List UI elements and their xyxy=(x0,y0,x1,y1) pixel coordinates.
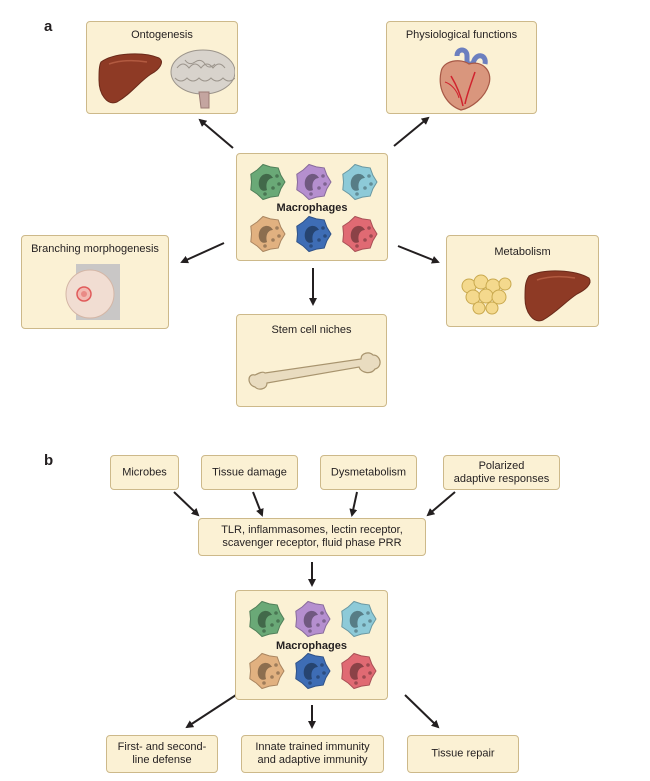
input-polarized-box: Polarized adaptive responses xyxy=(443,455,560,490)
panel-a-label: a xyxy=(44,18,53,35)
branching-box: Branching morphogenesis xyxy=(21,235,169,329)
stem-box: Stem cell niches xyxy=(236,314,387,407)
macrophage-cell-icon xyxy=(342,163,378,201)
arrow-from-tissue-damage xyxy=(252,491,264,517)
macrophage-cells-a xyxy=(250,163,378,253)
arrow-to-defense xyxy=(185,694,237,729)
output-repair-box: Tissue repair xyxy=(407,735,519,773)
receptors-box: TLR, inflammasomes, lectin receptor, sca… xyxy=(198,518,426,556)
macrophage-cell-icon xyxy=(341,652,377,690)
arrow-from-microbes xyxy=(173,491,200,517)
mammary-gland-illustration xyxy=(65,264,120,320)
liver-icon-metabolism xyxy=(524,270,591,322)
macrophages-label-b: Macrophages xyxy=(276,640,347,652)
liver-icon xyxy=(98,53,162,104)
physiological-title: Physiological functions xyxy=(405,29,518,41)
metabolism-box: Metabolism xyxy=(446,235,599,327)
branching-title: Branching morphogenesis xyxy=(31,243,159,255)
physiological-box: Physiological functions xyxy=(386,21,537,114)
arrow-to-metabolism xyxy=(397,245,440,264)
output-repair-text: Tissue repair xyxy=(431,747,495,760)
brain-icon xyxy=(170,49,235,109)
arrow-to-ontogenesis xyxy=(198,118,234,149)
input-microbes-box: Microbes xyxy=(110,455,179,490)
metabolism-title: Metabolism xyxy=(494,246,551,258)
output-trained-box: Innate trained immunity and adaptive imm… xyxy=(241,735,384,773)
macrophages-label-a: Macrophages xyxy=(276,202,348,214)
macrophage-cells-b xyxy=(249,600,377,690)
ontogenesis-box: Ontogenesis xyxy=(86,21,238,114)
macrophage-cell-icon xyxy=(295,600,331,638)
arrow-from-dysmetabolism xyxy=(349,491,358,517)
input-tissue-damage-box: Tissue damage xyxy=(201,455,298,490)
macrophage-cell-icon xyxy=(295,652,331,690)
macrophage-cell-icon xyxy=(250,215,286,253)
macrophages-box-b: Macrophages xyxy=(235,590,388,700)
output-trained-text: Innate trained immunity and adaptive imm… xyxy=(255,741,370,766)
adipose-liver-illustration xyxy=(461,270,591,322)
macrophage-cell-icon xyxy=(250,163,286,201)
ontogenesis-title: Ontogenesis xyxy=(131,29,193,41)
input-dysmetabolism-text: Dysmetabolism xyxy=(330,466,407,478)
liver-brain-illustration xyxy=(98,49,235,109)
input-microbes-text: Microbes xyxy=(122,466,167,478)
macrophage-cell-icon xyxy=(249,600,285,638)
receptors-text: TLR, inflammasomes, lectin receptor, sca… xyxy=(221,524,403,549)
arrow-from-polarized xyxy=(426,491,456,517)
macrophage-cell-icon xyxy=(296,215,332,253)
input-polarized-text: Polarized adaptive responses xyxy=(453,459,550,485)
arrow-to-branching xyxy=(180,242,225,264)
panel-b-label: b xyxy=(44,452,54,469)
output-defense-box: First- and second- line defense xyxy=(106,735,218,773)
adipose-icon xyxy=(461,274,512,315)
macrophages-box-a: Macrophages xyxy=(236,153,388,261)
arrow-to-repair xyxy=(404,694,440,729)
stem-title: Stem cell niches xyxy=(271,324,352,336)
macrophage-cell-icon xyxy=(249,652,285,690)
macrophage-cell-icon xyxy=(296,163,332,201)
macrophage-cell-icon xyxy=(341,600,377,638)
input-tissue-damage-text: Tissue damage xyxy=(212,466,287,478)
macrophage-cell-icon xyxy=(342,215,378,253)
arrow-to-physiological xyxy=(393,116,430,147)
output-defense-text: First- and second- line defense xyxy=(117,741,207,766)
input-dysmetabolism-box: Dysmetabolism xyxy=(320,455,417,490)
heart-illustration xyxy=(439,47,491,111)
bone-illustration xyxy=(248,352,381,390)
